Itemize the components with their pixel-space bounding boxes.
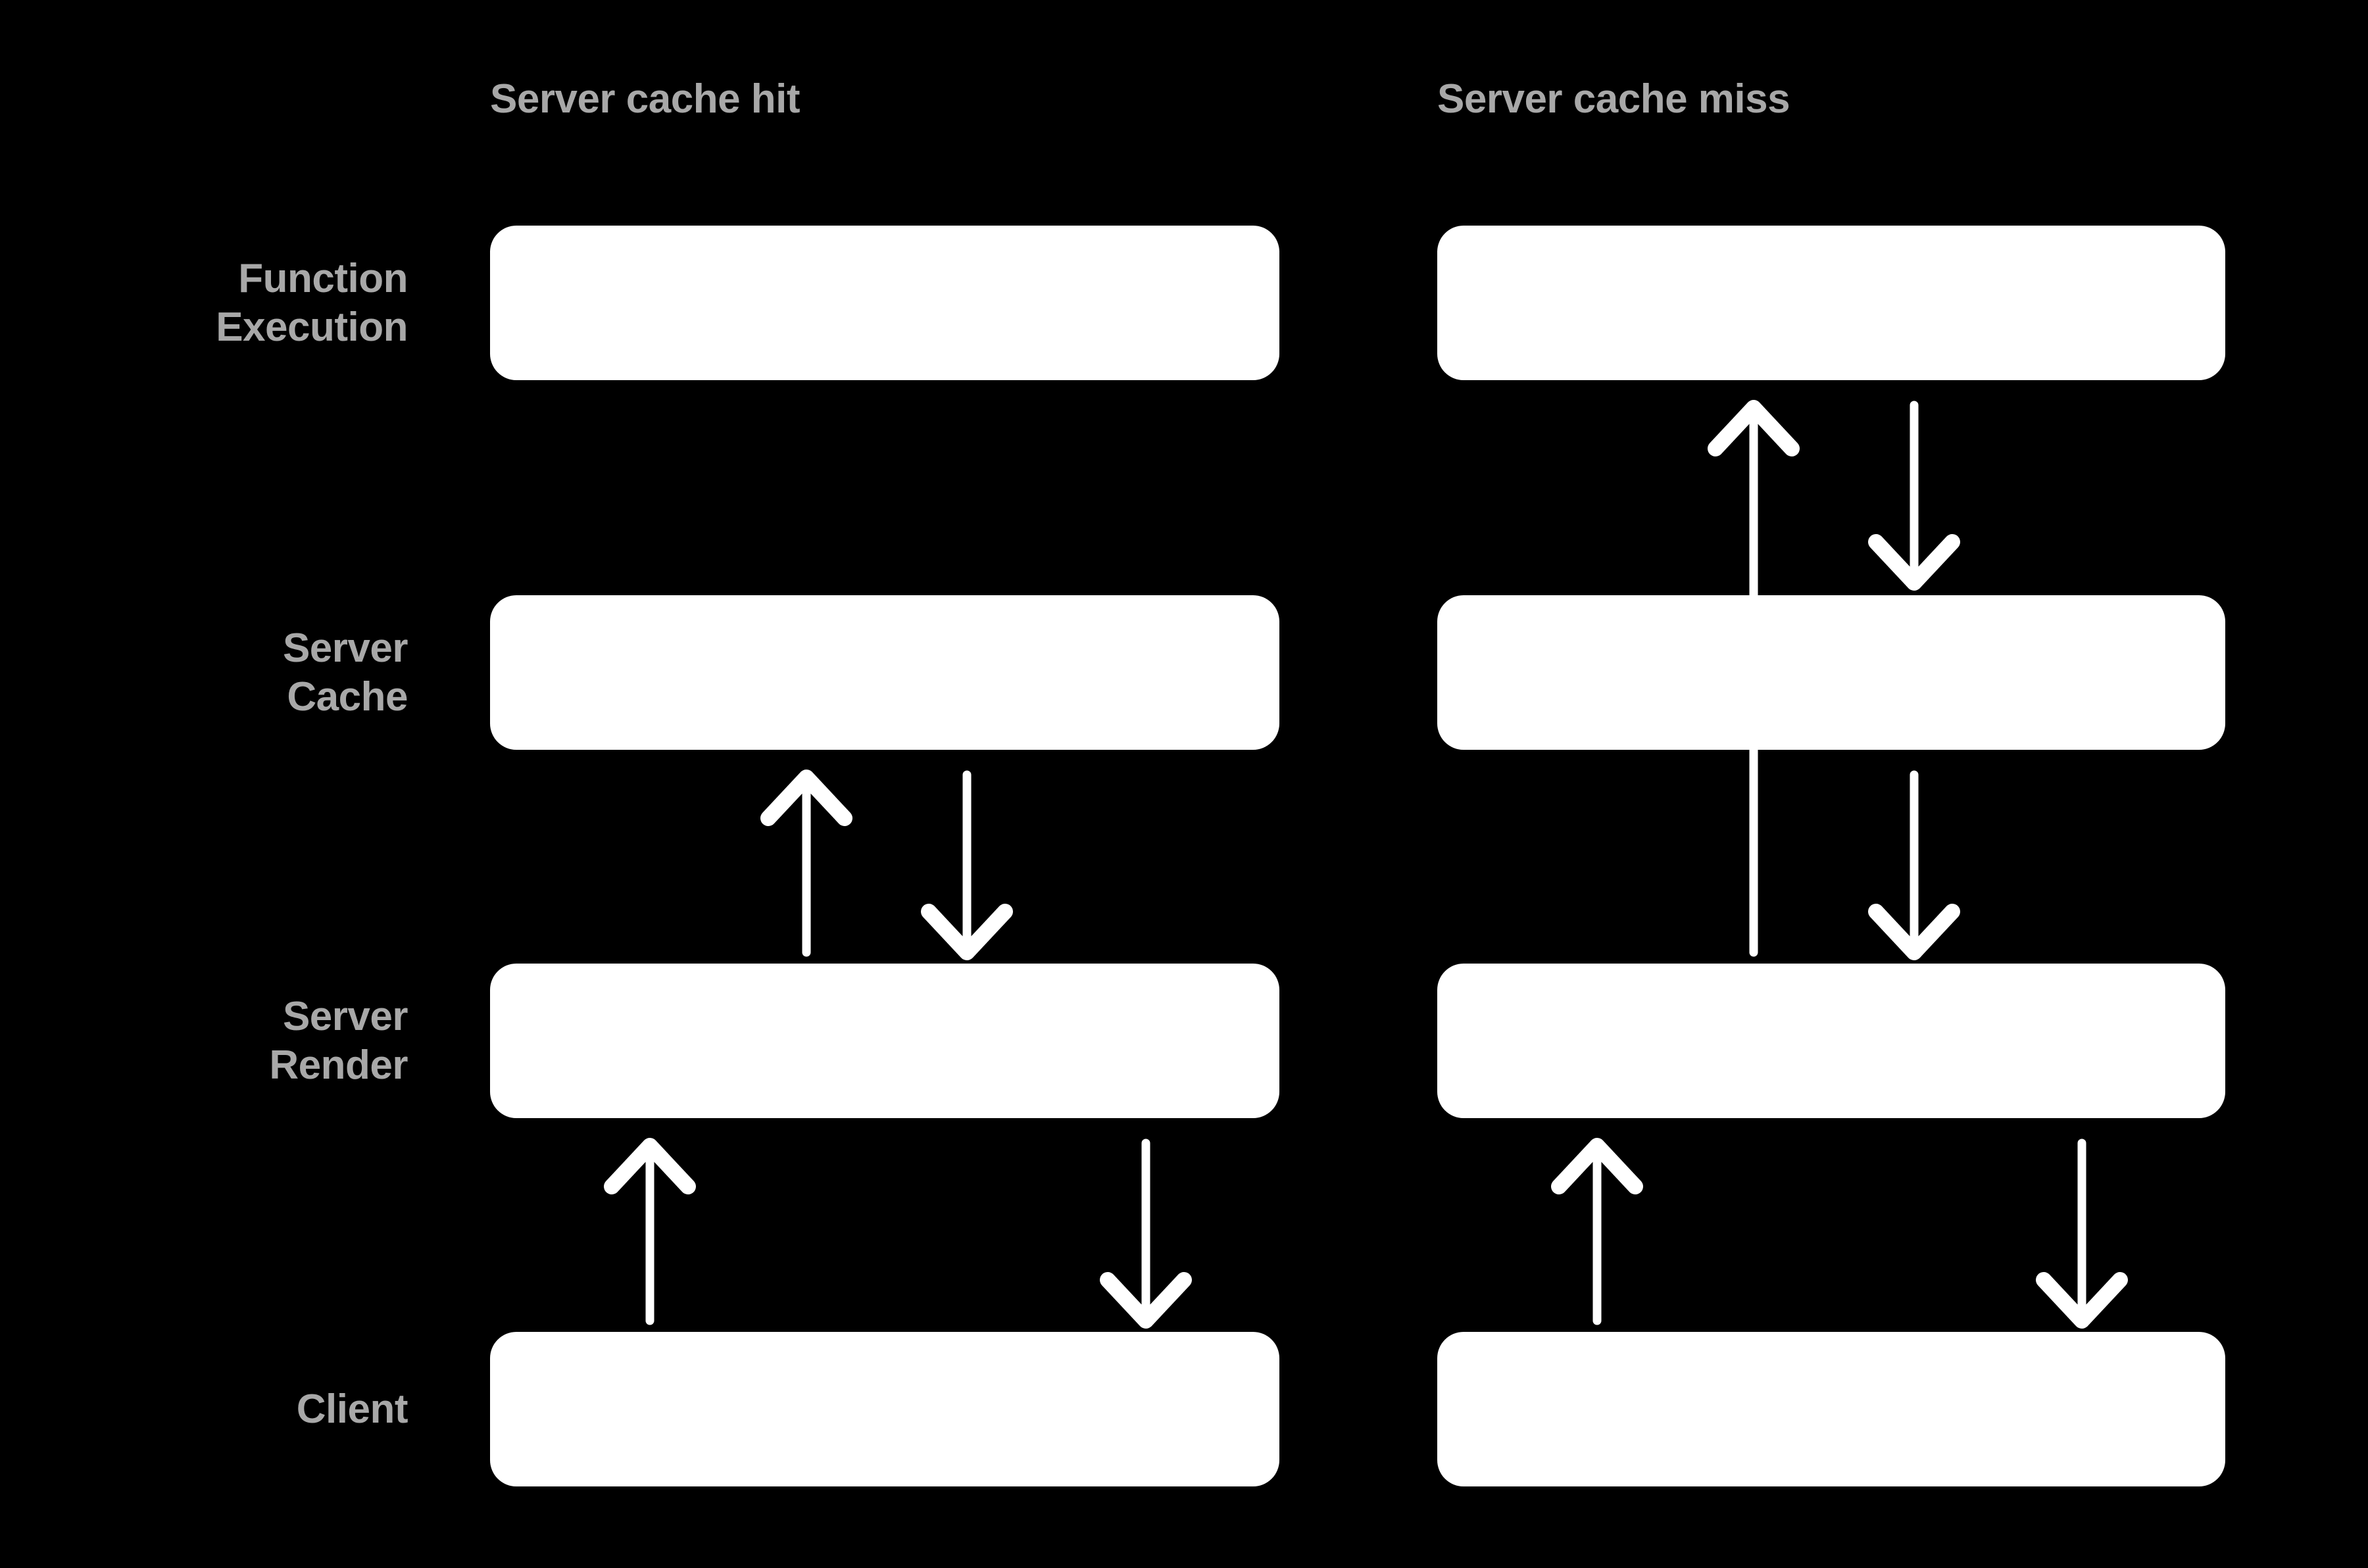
node-box-hit-client[interactable] [490,1332,1279,1486]
row-label-server-cache-wrap: Server Cache [0,595,408,750]
row-label-client-wrap: Client [0,1332,408,1486]
arrow-hit-cache-to-render [921,770,1013,960]
arrow-hit-render-to-client [1100,1139,1192,1329]
row-label-function-execution-wrap: Function Execution [0,226,408,380]
row-label-function-execution: Function Execution [216,256,408,350]
node-box-hit-server-cache[interactable] [490,595,1279,750]
arrow-miss-function-to-cache [1868,401,1960,591]
arrow-hit-client-to-render [604,1138,696,1325]
node-box-hit-function-execution[interactable] [490,226,1279,380]
row-label-server-render: Server Render [269,994,408,1088]
node-box-miss-function-execution[interactable] [1437,226,2225,380]
arrow-miss-render-to-client [2036,1139,2128,1329]
arrow-miss-client-to-render [1551,1138,1643,1325]
node-box-hit-server-render[interactable] [490,964,1279,1118]
arrow-miss-cache-to-render [1868,770,1960,960]
row-label-server-cache: Server Cache [282,625,408,720]
row-label-server-render-wrap: Server Render [0,964,408,1118]
row-label-client: Client [296,1386,408,1432]
node-box-miss-client[interactable] [1437,1332,2225,1486]
column-header-server-cache-hit: Server cache hit [490,76,801,122]
arrow-hit-render-to-cache [760,770,852,957]
node-box-miss-server-cache[interactable] [1437,595,2225,750]
node-box-miss-server-render[interactable] [1437,964,2225,1118]
column-header-server-cache-miss: Server cache miss [1437,76,1790,122]
